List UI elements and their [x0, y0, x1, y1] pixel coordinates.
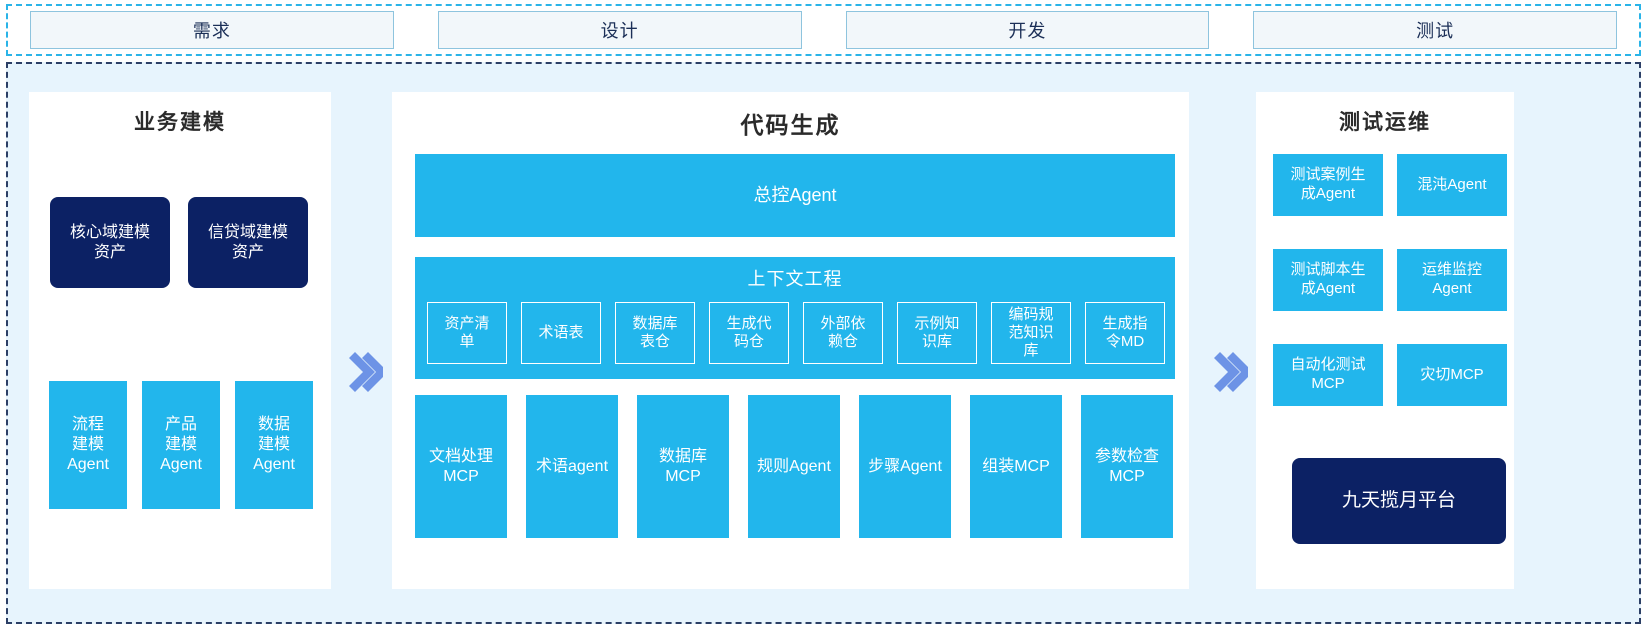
context-item-asset-list[interactable]: 资产清 单: [427, 302, 507, 364]
context-item-generation-instruction-md[interactable]: 生成指 令MD: [1085, 302, 1165, 364]
context-item-example-knowledge-base[interactable]: 示例知 识库: [897, 302, 977, 364]
double-chevron-right-icon: [343, 350, 388, 394]
tool-rule-agent[interactable]: 规则Agent: [748, 395, 840, 538]
automated-testing-mcp[interactable]: 自动化测试 MCP: [1273, 344, 1383, 406]
context-engineering-title: 上下文工程: [747, 269, 843, 289]
phase-box-testing[interactable]: 测试: [1253, 11, 1617, 49]
context-item-generated-code-repo[interactable]: 生成代 码仓: [709, 302, 789, 364]
context-item-coding-standard-knowledge-base[interactable]: 编码规 范知识 库: [991, 302, 1071, 364]
agent-process-modeling[interactable]: 流程 建模 Agent: [49, 381, 127, 509]
tool-document-processing-mcp[interactable]: 文档处理 MCP: [415, 395, 507, 538]
panel-title-test-operations: 测试运维: [1339, 111, 1431, 134]
test-case-generation-agent[interactable]: 测试案例生 成Agent: [1273, 154, 1383, 216]
asset-credit-domain-modeling[interactable]: 信贷域建模 资产: [188, 197, 308, 288]
panel-title-code-generation: 代码生成: [740, 112, 841, 138]
context-item-external-dependency-repo[interactable]: 外部依 赖仓: [803, 302, 883, 364]
test-script-generation-agent[interactable]: 测试脚本生 成Agent: [1273, 249, 1383, 311]
main-container: 业务建模 核心域建模 资产 信贷域建模 资产 流程 建模 Agent 产品 建模…: [6, 62, 1641, 624]
panel-title-business-modeling: 业务建模: [134, 111, 226, 134]
phase-box-requirement[interactable]: 需求: [30, 11, 394, 49]
tool-assembly-mcp[interactable]: 组装MCP: [970, 395, 1062, 538]
context-engineering-panel: 上下文工程 资产清 单 术语表 数据库 表仓 生成代 码仓 外部依 赖仓 示例知…: [415, 257, 1175, 379]
tool-glossary-agent[interactable]: 术语agent: [526, 395, 618, 538]
agent-product-modeling[interactable]: 产品 建模 Agent: [142, 381, 220, 509]
phase-strip: 需求 设计 开发 测试: [6, 4, 1641, 56]
tool-parameter-check-mcp[interactable]: 参数检查 MCP: [1081, 395, 1173, 538]
asset-core-domain-modeling[interactable]: 核心域建模 资产: [50, 197, 170, 288]
disaster-switch-mcp[interactable]: 灾切MCP: [1397, 344, 1507, 406]
panel-business-modeling: 业务建模 核心域建模 资产 信贷域建模 资产 流程 建模 Agent 产品 建模…: [29, 92, 331, 589]
agent-data-modeling[interactable]: 数据 建模 Agent: [235, 381, 313, 509]
context-item-glossary[interactable]: 术语表: [521, 302, 601, 364]
operations-monitoring-agent[interactable]: 运维监控 Agent: [1397, 249, 1507, 311]
double-chevron-right-icon-2: [1208, 350, 1253, 394]
panel-code-generation: 代码生成 总控Agent 上下文工程 资产清 单 术语表 数据库 表仓 生成代 …: [392, 92, 1189, 589]
phase-box-design[interactable]: 设计: [437, 11, 802, 49]
tool-step-agent[interactable]: 步骤Agent: [859, 395, 951, 538]
chaos-agent[interactable]: 混沌Agent: [1397, 154, 1507, 216]
control-agent-block[interactable]: 总控Agent: [415, 154, 1175, 237]
tool-database-mcp[interactable]: 数据库 MCP: [637, 395, 729, 538]
jiutian-lanyue-platform[interactable]: 九天揽月平台: [1292, 458, 1506, 544]
panel-test-operations: 测试运维 测试案例生 成Agent 混沌Agent 测试脚本生 成Agent 运…: [1256, 92, 1514, 589]
phase-box-development[interactable]: 开发: [845, 11, 1210, 49]
context-item-db-table-repo[interactable]: 数据库 表仓: [615, 302, 695, 364]
